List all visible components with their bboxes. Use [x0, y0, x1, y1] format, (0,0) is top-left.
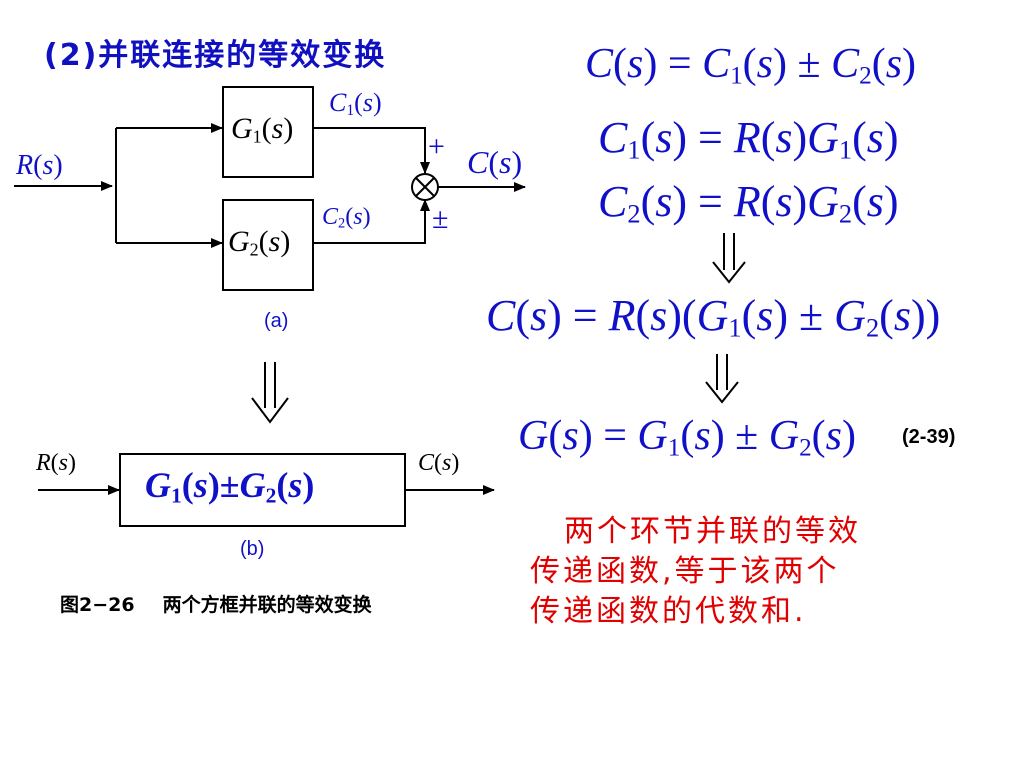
double-down-arrow-right-2: [705, 354, 739, 404]
input-label-a: R(s): [16, 150, 63, 181]
caption-text: 两个方框并联的等效变换: [162, 594, 372, 616]
equation-3: C2(s) = R(s)G2(s): [598, 177, 899, 229]
caption-number: 图2−26: [60, 594, 135, 616]
block-g1-label: G1(s): [231, 112, 294, 147]
equation-2: C1(s) = R(s)G1(s): [598, 113, 899, 165]
double-down-arrow-right-1: [712, 233, 746, 284]
summing-junction: [411, 173, 439, 201]
slide-title: (2)并联连接的等效变换: [44, 38, 387, 73]
note-line-3: 传递函数的代数和.: [530, 594, 807, 629]
block-sum-label: G1(s)±G2(s): [145, 465, 315, 508]
equation-tag: (2-39): [902, 426, 956, 448]
diagram-a-label: (a): [264, 310, 289, 332]
block-g2: [222, 199, 314, 291]
block-g1: [222, 86, 314, 178]
equation-4: C(s) = R(s)(G1(s) ± G2(s)): [486, 291, 941, 343]
input-label-b: R(s): [36, 450, 77, 476]
out1-label: C1(s): [329, 88, 382, 119]
out2-line: [313, 199, 430, 244]
figure-caption: 图2−26 两个方框并联的等效变换: [60, 590, 372, 617]
block-g2-label: G2(s): [228, 225, 291, 260]
equation-5: G(s) = G1(s) ± G2(s): [518, 413, 857, 462]
output-label-a: C(s): [467, 144, 523, 180]
out1-line: [313, 127, 430, 174]
out2-label: C2(s): [322, 204, 371, 232]
output-label-b: C(s): [418, 450, 460, 476]
equation-1: C(s) = C1(s) ± C2(s): [585, 41, 917, 90]
sign-top: +: [428, 130, 445, 163]
note-line-1: 两个环节并联的等效: [564, 514, 861, 549]
sign-bottom: ±: [432, 202, 449, 235]
diagram-b-label: (b): [240, 538, 265, 560]
summary-note: 两个环节并联的等效 传递函数,等于该两个 传递函数的代数和.: [530, 512, 950, 632]
double-down-arrow-left: [251, 362, 289, 424]
note-line-2: 传递函数,等于该两个: [530, 554, 840, 589]
